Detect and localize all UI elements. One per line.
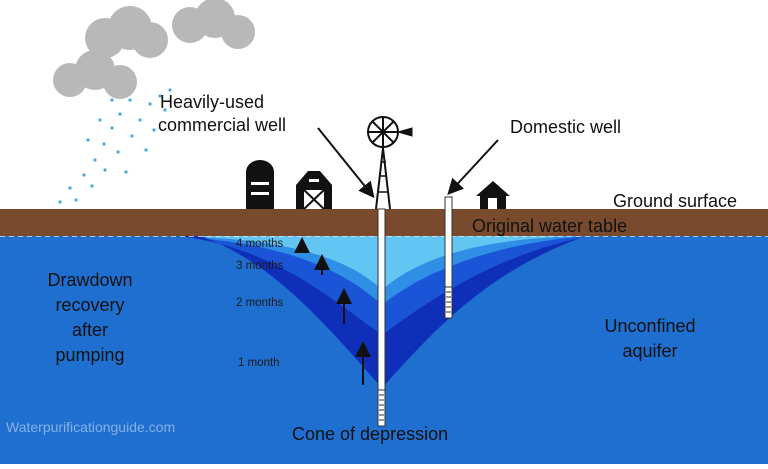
commercial-well-screen-slots [379,394,384,421]
ground-surface-label: Ground surface [613,191,738,211]
drawdown-recovery-label-line3: after [71,320,109,340]
cone-2-months [165,236,590,335]
watermark: Waterpurificationguide.com [6,419,176,435]
recovery-label-3-months: 3 months [236,260,284,272]
commercial-well-screen [377,389,386,427]
cloud-icon [53,0,255,99]
rain-drops [58,88,172,204]
recovery-label-4-months: 4 months [236,238,284,250]
cone-1-month [180,236,580,388]
recovery-label-1-month: 1 month [238,357,280,369]
drawdown-recovery-label-line2: recovery [55,295,125,315]
unconfined-aquifer-label-line1: Unconfined [604,316,696,336]
domestic-well-pointer [447,139,499,195]
house-icon [476,181,510,209]
commercial-well-casing [377,208,386,391]
original-water-table-label: Original water table [472,216,628,236]
recovery-label-2-months: 2 months [236,297,284,309]
drawdown-recovery-label-line4: pumping [55,345,125,365]
cone-3-months [150,236,600,305]
cone-4-months [150,236,600,290]
barn-icon [296,171,332,210]
unconfined-aquifer-label-line2: aquifer [622,341,678,361]
commercial-well-label-line2: commercial well [158,115,287,135]
cone-of-depression-label: Cone of depression [292,424,449,444]
silo-icon [246,160,274,209]
domestic-well-screen-slots [446,291,451,313]
commercial-well-pointer [317,127,375,199]
drawdown-recovery-label-line1: Drawdown [47,270,133,290]
domestic-well-label: Domestic well [510,117,622,137]
commercial-well-label-line1: Heavily-used [160,92,265,112]
domestic-well-casing [444,196,453,288]
windmill-icon [367,116,413,210]
